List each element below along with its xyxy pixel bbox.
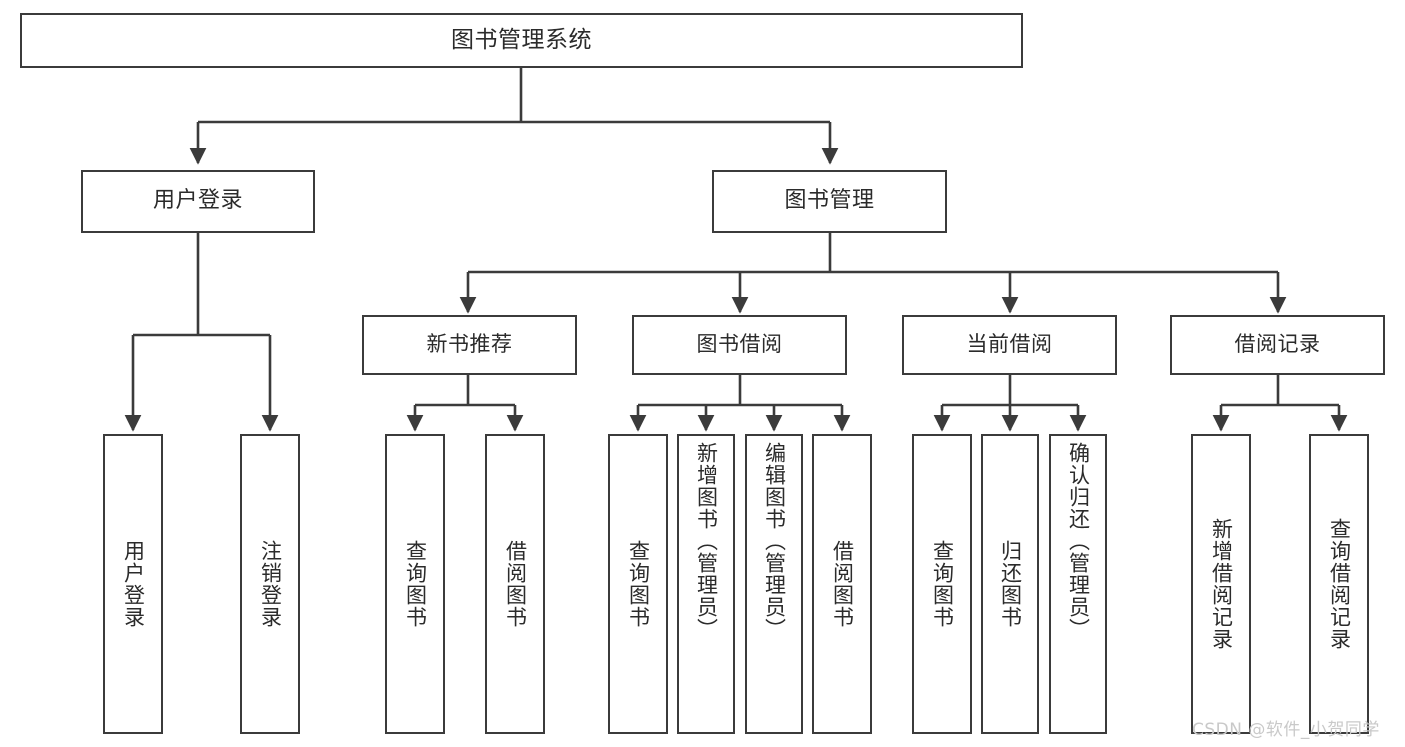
node-label: 编辑图书（管理员） <box>762 442 787 640</box>
node-label: 借阅记录 <box>1234 332 1321 357</box>
leaf-current-borrow-confirm-return-admin[interactable]: 确认归还（管理员） <box>1049 434 1107 734</box>
leaf-record-query-borrow-record[interactable]: 查询借阅记录 <box>1309 434 1369 734</box>
leaf-book-borrow-edit-book-admin[interactable]: 编辑图书（管理员） <box>745 434 803 734</box>
node-label: 用户登录 <box>152 188 243 214</box>
leaf-user-login-logout[interactable]: 注销登录 <box>240 434 300 734</box>
node-label: 新增图书（管理员） <box>694 442 719 640</box>
leaf-current-borrow-return-book[interactable]: 归还图书 <box>981 434 1039 734</box>
leaf-book-borrow-add-book-admin[interactable]: 新增图书（管理员） <box>677 434 735 734</box>
node-new-book-recommendation[interactable]: 新书推荐 <box>362 315 577 375</box>
node-label: 查询图书 <box>626 540 651 628</box>
node-label: 新增借阅记录 <box>1209 518 1234 650</box>
node-label: 归还图书 <box>998 540 1023 628</box>
node-borrowing-record[interactable]: 借阅记录 <box>1170 315 1385 375</box>
node-label: 查询图书 <box>930 540 955 628</box>
node-book-borrowing[interactable]: 图书借阅 <box>632 315 847 375</box>
node-label: 注销登录 <box>258 540 283 628</box>
node-label: 图书借阅 <box>696 332 783 357</box>
node-user-login[interactable]: 用户登录 <box>81 170 315 233</box>
node-label: 确认归还（管理员） <box>1066 442 1091 640</box>
node-label: 图书管理系统 <box>451 26 592 53</box>
leaf-new-book-borrow-book[interactable]: 借阅图书 <box>485 434 545 734</box>
leaf-user-login-login[interactable]: 用户登录 <box>103 434 163 734</box>
leaf-new-book-query-book[interactable]: 查询图书 <box>385 434 445 734</box>
node-book-management[interactable]: 图书管理 <box>712 170 947 233</box>
node-label: 查询借阅记录 <box>1327 518 1352 650</box>
leaf-record-add-borrow-record[interactable]: 新增借阅记录 <box>1191 434 1251 734</box>
node-label: 用户登录 <box>121 540 146 628</box>
csdn-watermark: CSDN @软件_小贺同学 <box>1192 720 1380 740</box>
leaf-book-borrow-borrow-book[interactable]: 借阅图书 <box>812 434 872 734</box>
node-current-borrowing[interactable]: 当前借阅 <box>902 315 1117 375</box>
node-label: 当前借阅 <box>966 332 1053 357</box>
leaf-current-borrow-query-book[interactable]: 查询图书 <box>912 434 972 734</box>
node-label: 借阅图书 <box>830 540 855 628</box>
leaf-book-borrow-query-book[interactable]: 查询图书 <box>608 434 668 734</box>
node-label: 图书管理 <box>784 188 875 214</box>
node-root-book-management-system[interactable]: 图书管理系统 <box>20 13 1023 68</box>
node-label: 借阅图书 <box>503 540 528 628</box>
node-label: 新书推荐 <box>426 332 513 357</box>
node-label: 查询图书 <box>403 540 428 628</box>
